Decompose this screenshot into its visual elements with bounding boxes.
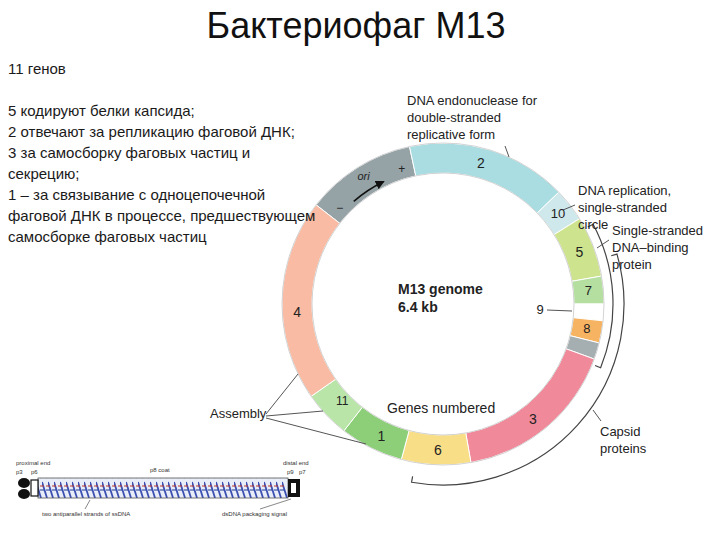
gene-segment: [316, 147, 416, 224]
phage-label: p3: [16, 469, 23, 476]
gene-number: 6: [434, 442, 442, 459]
gene-number: 5: [575, 243, 583, 260]
gene-segment: [410, 143, 559, 213]
leader-line: [260, 499, 291, 509]
leader-line: [593, 410, 601, 421]
gene-segment: [401, 431, 471, 465]
ring-outline: [282, 143, 604, 465]
bracket: [412, 224, 624, 485]
gene-segment: [282, 205, 340, 396]
p3-protein: [18, 489, 30, 499]
callout-label: Capsid proteins: [600, 423, 680, 457]
leader-line: [266, 411, 323, 416]
callout-label: DNA endonuclease for double-stranded rep…: [407, 92, 547, 143]
packaging-signal: [291, 483, 296, 493]
phage-label: distal end: [283, 460, 309, 467]
phage-label: p8 coat: [150, 467, 170, 474]
leader-lines: [266, 146, 609, 444]
leader-line: [505, 146, 509, 157]
note-text: 5 кодируют белки капсида;: [8, 100, 320, 121]
gene-number: 9: [536, 302, 543, 318]
ssdna-strand: [40, 490, 286, 491]
p9-p7-cap: [288, 479, 300, 497]
phage-label: two antiparallel strands of ssDNA: [42, 511, 130, 518]
note-text: 2 отвечают за репликацию фаговой ДНК;: [8, 121, 320, 142]
note-text: 11 генов: [8, 58, 320, 79]
text-column: 11 генов 5 кодируют белки капсида;2 отвеч…: [8, 58, 320, 247]
gene-number: 10: [551, 206, 565, 222]
genome-ring: [282, 143, 604, 465]
phage-label: p6: [31, 469, 38, 476]
center-label: Genes numbered: [387, 400, 495, 417]
p3-protein: [18, 478, 30, 488]
phage-label: p7: [299, 469, 306, 476]
phage-illustration: [18, 478, 300, 509]
strand-sign: −: [336, 201, 343, 215]
gene-number: 4: [293, 303, 301, 320]
title: Бактериофаг М13: [0, 4, 716, 47]
gene-number: 7: [585, 283, 592, 299]
phage-coat: [38, 478, 288, 498]
p6-protein: [31, 480, 38, 496]
callout-label: Single-stranded DNA–binding protein: [612, 222, 716, 273]
gene-segment: [572, 276, 604, 304]
phage-label: dsDNA packaging signal: [222, 511, 287, 518]
gene-number: 8: [583, 322, 590, 338]
gene-number: 1: [377, 428, 385, 445]
note-text: 1 – за связывание с одноцепочечной фагов…: [8, 184, 320, 247]
note-text: 3 за самосборку фаговых частиц и секреци…: [8, 142, 320, 184]
phage-label: proximal end: [16, 460, 50, 467]
callout-label: Assembly: [210, 406, 266, 422]
leader-line: [266, 374, 298, 414]
ssdna-strand: [40, 486, 286, 487]
gene-number: 11: [336, 394, 348, 408]
strand-sign: +: [398, 162, 405, 176]
gene-number: 2: [477, 155, 485, 172]
leader-line: [85, 500, 90, 509]
gene-number: 3: [529, 411, 537, 428]
ori-arrow: [354, 182, 384, 202]
leader-line: [266, 418, 366, 444]
center-label: M13 genome 6.4 kb: [398, 280, 490, 316]
ori-label: ori: [357, 170, 369, 183]
ring-outline: [312, 173, 574, 435]
leader-line: [547, 310, 572, 311]
phage-label: p9: [287, 469, 294, 476]
